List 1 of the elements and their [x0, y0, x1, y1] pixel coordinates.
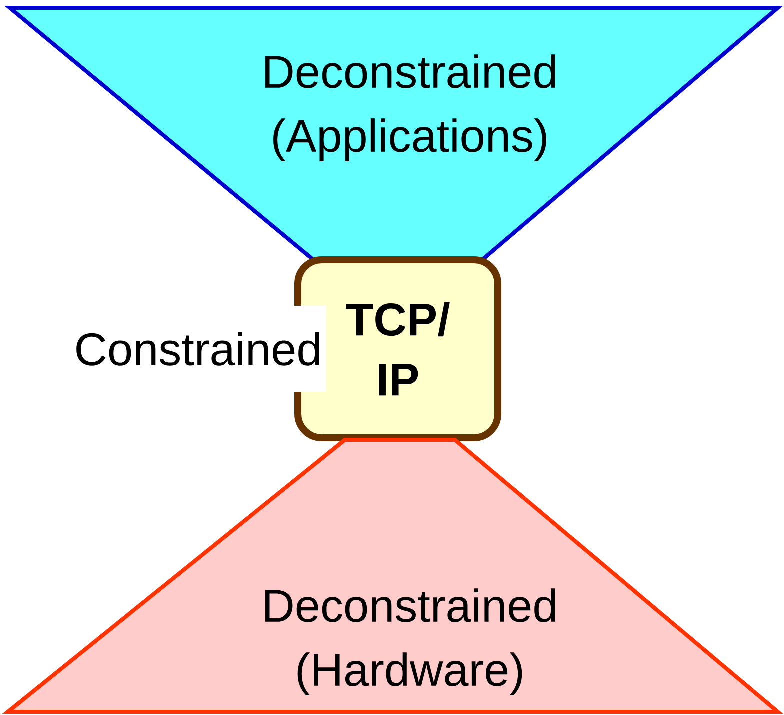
side-label: Constrained: [70, 306, 326, 392]
